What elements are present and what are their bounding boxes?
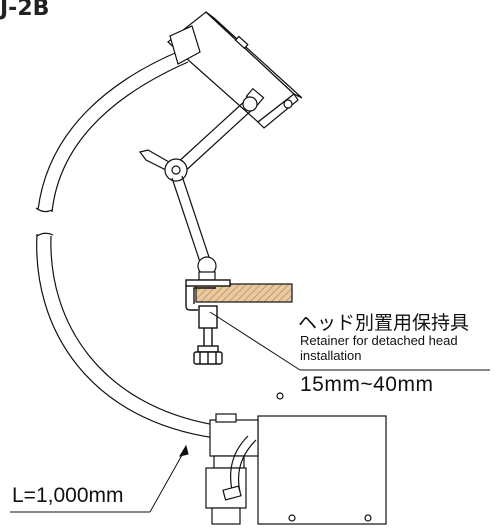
- cable-lower: [36, 233, 216, 439]
- sensor-head: [167, 11, 303, 129]
- thickness-range-label: 15mm~40mm: [300, 373, 434, 396]
- cable-upper: [37, 49, 189, 213]
- retainer-label-english-line1: Retainer for detached head: [300, 333, 458, 348]
- arm-lower: [171, 175, 211, 263]
- controller-box: [257, 392, 387, 525]
- length-leader: [10, 444, 189, 513]
- retainer-leader: [209, 311, 490, 371]
- ball-joint: [197, 256, 217, 281]
- model-label: J-2B: [0, 0, 50, 21]
- arm-upper: [175, 96, 258, 175]
- c-clamp: [185, 279, 231, 365]
- arm-joint: [138, 149, 188, 182]
- retainer-label-english-line2: installation: [300, 348, 362, 363]
- cable-break: [35, 207, 54, 237]
- retainer-label-japanese: ヘッド別置用保持具: [298, 312, 470, 334]
- connector-assembly: [205, 413, 259, 525]
- cable-length-label: L=1,000mm: [12, 484, 124, 507]
- mounting-plate: [195, 283, 293, 303]
